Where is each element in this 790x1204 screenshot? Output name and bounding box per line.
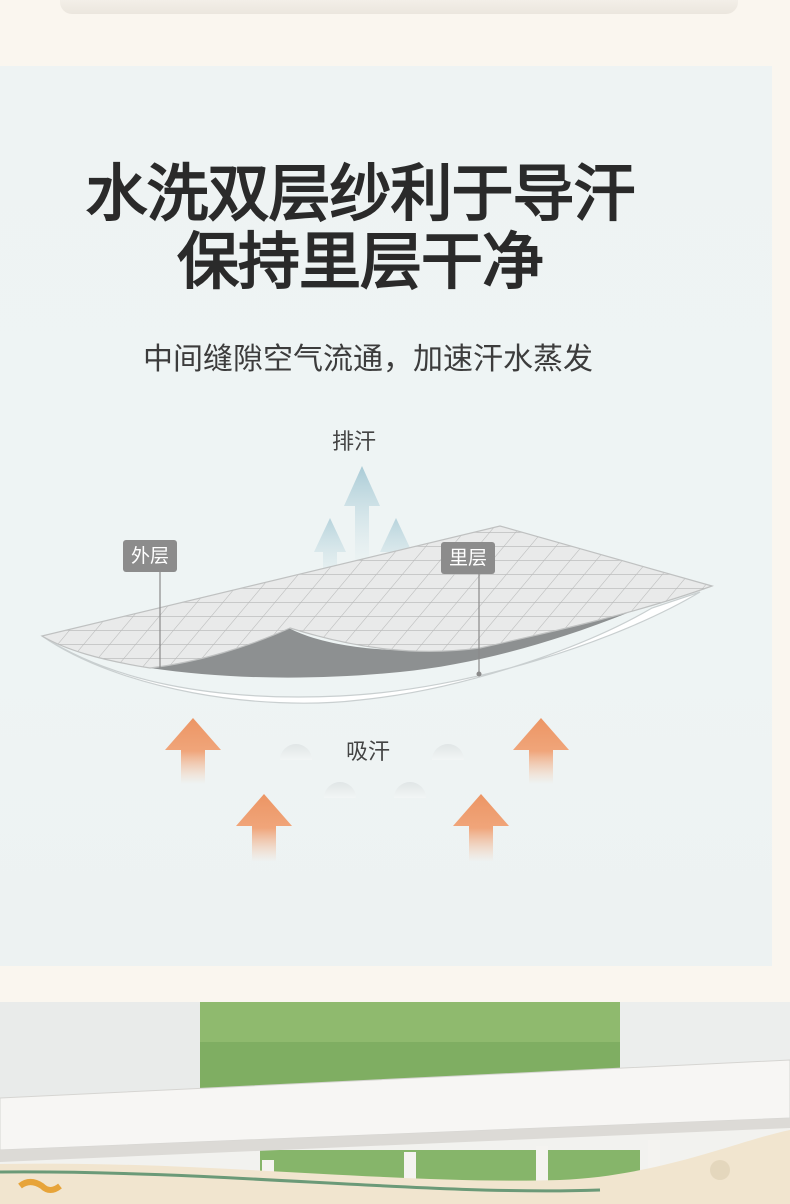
feature-panel <box>0 66 772 966</box>
inner-layer-tag: 里层 <box>441 542 496 574</box>
inner-leader-dot <box>476 671 482 677</box>
headline-line-1: 水洗双层纱利于导汗 <box>85 157 635 230</box>
subheadline: 中间缝隙空气流通，加速汗水蒸发 <box>143 342 593 377</box>
sweat-in-arrow-2 <box>513 718 569 784</box>
product-photo <box>0 1002 790 1204</box>
sweat-in-label: 吸汗 <box>346 740 391 765</box>
sweat-drop-1 <box>280 744 312 760</box>
headline-line-2: 保持里层干净 <box>176 225 544 298</box>
sweat-out-label: 排汗 <box>332 430 377 455</box>
headline: 水洗双层纱利于导汗 保持里层干净 <box>0 160 720 296</box>
inner-layer <box>41 591 701 704</box>
sweat-in-arrow-4 <box>453 794 509 862</box>
sweat-in-arrow-1 <box>165 718 221 784</box>
sweat-drop-4 <box>394 782 426 798</box>
middle-air-gap <box>150 612 630 678</box>
outer-layer-tag: 外层 <box>123 540 178 572</box>
sweat-drop-3 <box>324 782 356 798</box>
sweat-in-arrow-3 <box>236 794 292 862</box>
top-banner-strip <box>60 0 738 14</box>
sweat-out-arrow-left <box>314 518 346 590</box>
outer-quilted-layer <box>40 525 714 669</box>
sweat-drop-2 <box>432 744 464 760</box>
sweat-out-arrow-center <box>344 466 380 570</box>
